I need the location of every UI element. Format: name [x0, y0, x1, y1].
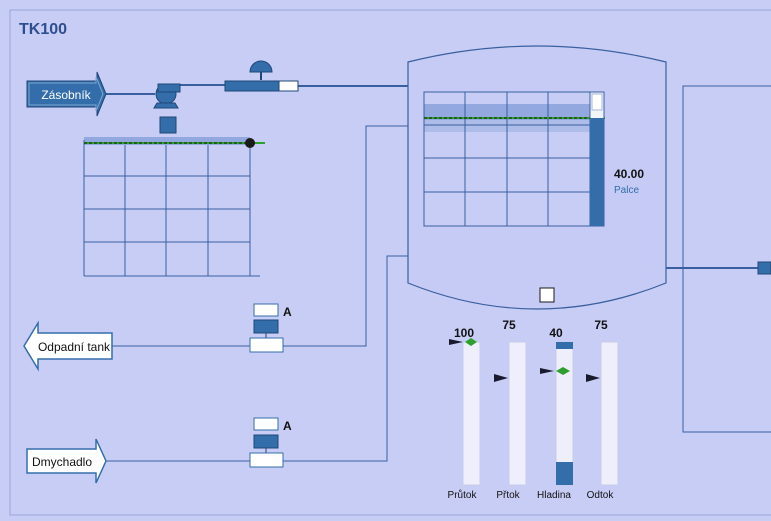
outlet-block[interactable] [757, 261, 771, 275]
bar-value-prutok: 100 [454, 326, 474, 340]
dmychadlo-label: Dmychadlo [32, 455, 92, 469]
tank-level-unit: Palce [614, 185, 639, 196]
bar-indicator-odtok [586, 374, 600, 382]
tank-level-value: 40.00 [614, 167, 644, 181]
dmychadlo-arrow[interactable]: Dmychadlo [26, 438, 107, 484]
bar-value-pritok: 75 [502, 318, 516, 332]
bar-prutok[interactable] [462, 341, 481, 486]
odpadni-tank-arrow[interactable]: Odpadní tank [23, 320, 113, 372]
bar-label-odtok: Odtok [587, 490, 615, 501]
tank-level-gauge [589, 91, 605, 227]
pipe-lines [106, 84, 771, 462]
bar-value-hladina: 40 [549, 326, 563, 340]
panel-title: TK100 [19, 21, 67, 38]
bar-label-hladina: Hladina [537, 490, 571, 501]
pump-icon[interactable] [153, 83, 181, 109]
bar-fill-hladina [556, 462, 573, 485]
pump-status-square[interactable] [159, 116, 177, 134]
control-valve[interactable] [224, 60, 299, 92]
valve-a-1[interactable] [249, 303, 284, 353]
bar-label-pritok: Přtok [496, 490, 520, 501]
panel-frame [9, 9, 771, 516]
bar-pritok[interactable] [508, 341, 527, 486]
feed-trend-chart [83, 137, 265, 277]
tank-trend-chart [423, 91, 605, 227]
valve-a-2[interactable] [249, 417, 284, 468]
bar-indicator-prutok [449, 339, 463, 345]
bar-setpoint-prutok [465, 338, 477, 346]
zasobnik-label: Zásobník [41, 88, 91, 102]
bar-gauges: 100 Průtok 75 Přtok 40 Hladina 75 Odtok [448, 318, 619, 501]
valve-a-1-mode: A [283, 305, 292, 319]
bar-value-odtok: 75 [594, 318, 608, 332]
bar-indicator-pritok [494, 374, 508, 382]
zasobnik-arrow[interactable]: Zásobník [26, 71, 107, 117]
odpadni-tank-label: Odpadní tank [38, 340, 111, 354]
tank-status-square[interactable] [539, 287, 555, 303]
bar-indicator-hladina [540, 368, 554, 374]
bar-odtok[interactable] [600, 341, 619, 486]
valve-a-2-mode: A [283, 419, 292, 433]
bar-setpoint-hladina [556, 367, 570, 375]
bar-label-prutok: Průtok [448, 489, 478, 501]
